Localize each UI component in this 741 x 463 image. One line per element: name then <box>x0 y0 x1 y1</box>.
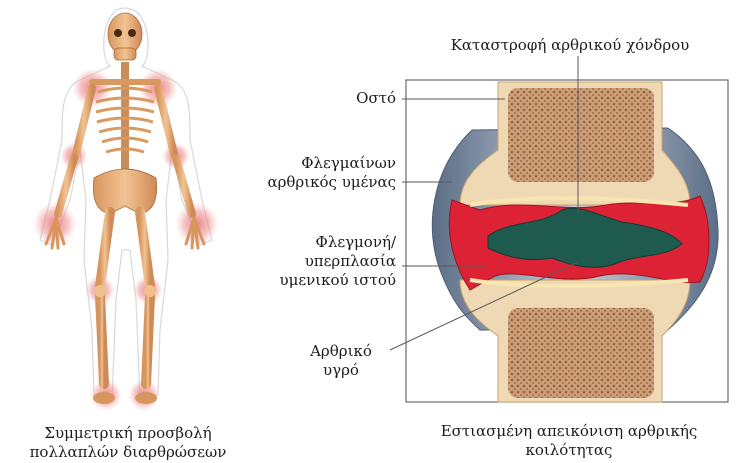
label-pannus-line-1: Φλεγμονή/ <box>246 233 396 252</box>
label-pannus: Φλεγμονή/ υπερπλασία υμενικού ιστού <box>246 233 396 290</box>
upper-marrow <box>508 88 654 182</box>
label-synovium-line-1: Φλεγμαίνων <box>246 154 396 173</box>
label-pannus-line-3: υμενικού ιστού <box>246 271 396 290</box>
right-caption-line-2: κοιλότητας <box>408 441 730 460</box>
label-fluid-line-2: υγρό <box>296 361 386 380</box>
right-caption-line-1: Εστιασμένη απεικόνιση αρθρικής <box>408 422 730 441</box>
label-inflamed-synovium: Φλεγμαίνων αρθρικός υμένας <box>246 154 396 192</box>
label-pannus-line-2: υπερπλασία <box>246 252 396 271</box>
right-caption: Εστιασμένη απεικόνιση αρθρικής κοιλότητα… <box>408 422 730 460</box>
label-synovial-fluid: Αρθρικό υγρό <box>296 342 386 380</box>
label-fluid-line-1: Αρθρικό <box>296 342 386 361</box>
lower-marrow <box>508 308 654 398</box>
label-bone: Οστό <box>300 89 396 108</box>
label-synovium-line-2: αρθρικός υμένας <box>246 173 396 192</box>
